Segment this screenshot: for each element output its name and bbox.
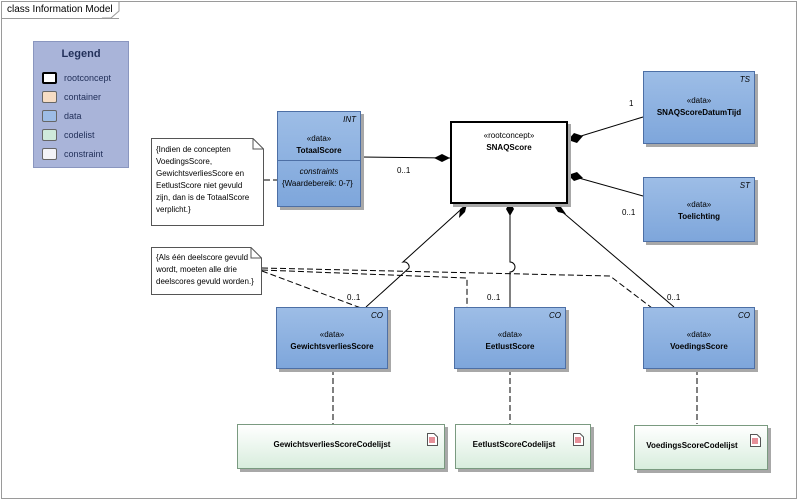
note-line: verplicht.} — [156, 205, 191, 214]
codelist-name: EetlustScoreCodelijst — [472, 440, 556, 449]
class-snaqscore-datumtijd[interactable]: TS «data» SNAQScoreDatumTijd — [643, 71, 755, 144]
note-line: zijn, dan is de TotaalScore — [156, 193, 250, 202]
class-voedingsscore[interactable]: CO «data» VoedingsScore — [643, 307, 755, 369]
class-snaqscore[interactable]: «rootconcept» SNAQScore — [450, 121, 568, 204]
note-link-voedings — [261, 267, 653, 309]
legend-label: container — [64, 92, 102, 102]
codelist-eetlustscore[interactable]: EetlustScoreCodelijst — [455, 424, 591, 469]
multiplicity-datumtijd: 1 — [629, 99, 634, 108]
note-line: EetlustScore niet gevuld — [156, 181, 243, 190]
stereotype-label: «data» — [686, 200, 712, 209]
multiplicity-voedings: 0..1 — [667, 293, 681, 302]
note-totaalscore[interactable]: {Indien de concepten VoedingsScore, Gewi… — [151, 138, 264, 226]
datatype-tag: INT — [343, 115, 356, 124]
class-name: Toelichting — [677, 212, 721, 221]
codelist-gewichtsverliesscore[interactable]: GewichtsverliesScoreCodelijst — [237, 424, 445, 469]
class-name: EetlustScore — [485, 342, 535, 351]
document-icon — [750, 434, 761, 447]
datatype-tag: CO — [371, 311, 383, 320]
diamond-eetlust — [506, 202, 514, 216]
composition-gewichtsverlies — [365, 203, 468, 308]
constraints-header: constraints — [299, 167, 339, 176]
datatype-tag: CO — [549, 311, 561, 320]
class-name: SNAQScoreDatumTijd — [656, 108, 742, 117]
legend-swatch — [42, 148, 57, 160]
diamond-toelichting — [568, 172, 583, 181]
class-eetlustscore[interactable]: CO «data» EetlustScore — [454, 307, 566, 369]
note-line: {Als één deelscore gevuld — [156, 253, 249, 262]
class-totaalscore[interactable]: INT «data» TotaalScore constraints {Waar… — [277, 111, 361, 207]
note-link-eetlust — [261, 269, 468, 308]
legend-label: constraint — [64, 149, 104, 159]
class-name: GewichtsverliesScore — [290, 342, 374, 351]
note-shape — [151, 138, 264, 226]
class-toelichting[interactable]: ST «data» Toelichting — [643, 177, 755, 242]
stereotype-label: «data» — [319, 330, 345, 339]
legend-swatch — [42, 91, 57, 103]
stereotype-label: «data» — [306, 134, 332, 143]
datatype-tag: ST — [739, 181, 750, 190]
diamond-totaalscore — [434, 154, 450, 162]
note-shape — [151, 247, 262, 295]
class-name: VoedingsScore — [670, 342, 728, 351]
codelist-name: VoedingsScoreCodelijst — [646, 441, 738, 450]
codelist-name: GewichtsverliesScoreCodelijst — [273, 440, 391, 449]
legend: Legend rootconcept container data codeli… — [33, 41, 129, 168]
composition-voedings — [552, 203, 675, 308]
diamond-voedings — [553, 204, 566, 214]
document-icon — [573, 433, 584, 446]
datatype-tag: CO — [738, 311, 750, 320]
class-name: SNAQScore — [486, 143, 532, 152]
diagram-title: class Information Model — [1, 1, 119, 19]
note-link-gewichtsverlies — [261, 270, 362, 309]
constraint-value: {Waardebereik: 0-7} — [282, 179, 353, 188]
multiplicity-eetlust: 0..1 — [487, 293, 501, 302]
stereotype-label: «data» — [686, 330, 712, 339]
multiplicity-totaalscore: 0..1 — [397, 166, 411, 175]
note-line: wordt, moeten alle drie — [156, 265, 237, 274]
legend-label: data — [64, 111, 82, 121]
class-gewichtsverliesscore[interactable]: CO «data» GewichtsverliesScore — [276, 307, 388, 369]
legend-label: rootconcept — [64, 73, 112, 83]
legend-swatch — [42, 110, 57, 122]
document-icon — [427, 433, 438, 446]
legend-swatch — [42, 72, 57, 84]
legend-title: Legend — [61, 48, 101, 60]
note-line: VoedingsScore, — [156, 157, 213, 166]
diamond-datumtijd — [568, 133, 583, 143]
frame-tab-corner — [102, 1, 120, 19]
stereotype-label: «data» — [686, 96, 712, 105]
legend-swatch — [42, 129, 57, 141]
note-line: {Indien de concepten — [156, 145, 231, 154]
datatype-tag: TS — [739, 75, 750, 84]
note-deelscores[interactable]: {Als één deelscore gevuld wordt, moeten … — [151, 247, 262, 295]
note-line: GewichtsverliesScore en — [156, 169, 245, 178]
composition-eetlust — [509, 205, 516, 307]
legend-label: codelist — [64, 130, 95, 140]
codelist-voedingsscore[interactable]: VoedingsScoreCodelijst — [634, 425, 768, 470]
class-name: TotaalScore — [296, 146, 342, 155]
stereotype-label: «rootconcept» — [483, 131, 535, 140]
compartment-separator — [278, 160, 360, 161]
note-line: deelscores gevuld worden.} — [156, 277, 254, 286]
multiplicity-toelichting: 0..1 — [622, 208, 636, 217]
stereotype-label: «data» — [497, 330, 523, 339]
multiplicity-gewichtsverlies: 0..1 — [347, 293, 361, 302]
diamond-gewichtsverlies — [459, 204, 467, 218]
